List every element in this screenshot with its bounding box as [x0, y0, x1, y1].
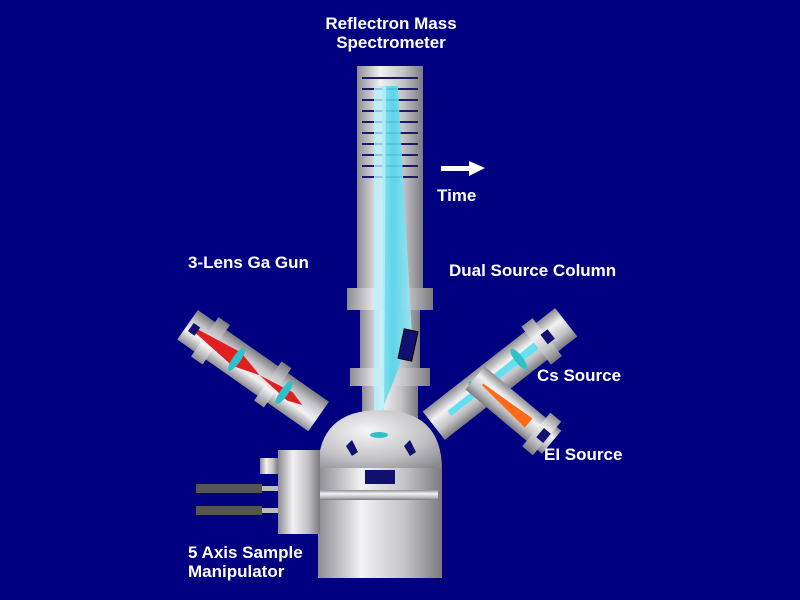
chamber-rail	[282, 490, 438, 500]
chamber-body	[318, 468, 442, 578]
extraction-left	[346, 440, 358, 456]
ga-gun	[177, 310, 329, 432]
manipulator-pin-2	[262, 508, 278, 513]
ga-beam-upper	[194, 328, 260, 376]
ei-source-label: EI Source	[544, 445, 623, 464]
manipulator-label-line2: Manipulator	[188, 562, 285, 581]
sample-manipulator	[196, 450, 320, 534]
cs-source-label: Cs Source	[537, 366, 622, 385]
dual-source-label: Dual Source Column	[449, 261, 617, 280]
right-arrow-icon	[441, 161, 485, 176]
chamber-lens	[370, 432, 388, 438]
chamber-dome	[318, 410, 442, 470]
ga-lens-2	[275, 380, 293, 405]
extraction-right	[404, 440, 416, 456]
time-label: Time	[437, 186, 477, 205]
ei-beam	[482, 383, 533, 428]
manipulator-pin-1	[262, 486, 278, 491]
reflectron-label-line2: Spectrometer	[336, 33, 446, 52]
ei-filament	[536, 428, 551, 444]
secondary-ion-beam-in	[374, 86, 386, 430]
ga-gun-label: 3-Lens Ga Gun	[188, 253, 309, 272]
reflectron-label-line1: Reflectron Mass	[325, 14, 457, 33]
ga-lens-1	[228, 347, 246, 371]
dual-lens-2	[510, 348, 528, 370]
dual-flange	[521, 318, 563, 365]
manipulator-rod-2	[196, 506, 262, 515]
reflectron-label: Reflectron Mass Spectrometer	[318, 14, 464, 52]
manipulator-knob	[260, 458, 278, 474]
manipulator-label: 5 Axis Sample Manipulator	[188, 543, 303, 581]
cs-emitter	[540, 329, 555, 345]
manipulator-rod-1	[196, 484, 262, 493]
manipulator-flange	[278, 450, 320, 534]
ga-tip	[187, 322, 201, 336]
ei-source	[465, 366, 562, 456]
manipulator-label-line1: 5 Axis Sample	[188, 543, 303, 562]
detector	[397, 328, 419, 362]
sample-stage	[365, 470, 395, 484]
reflectron-column	[347, 66, 433, 432]
main-chamber	[282, 410, 442, 578]
